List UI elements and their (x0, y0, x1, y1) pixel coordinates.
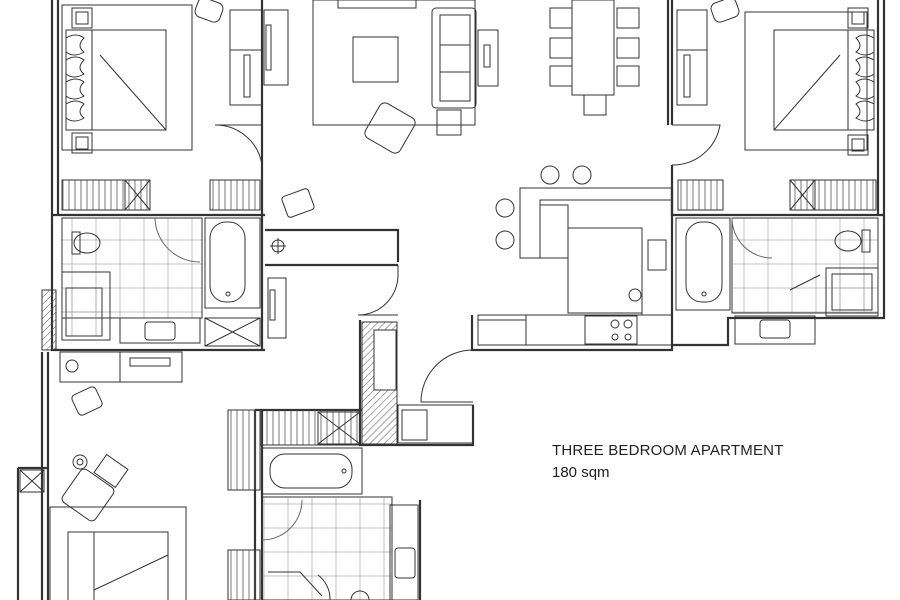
bathtub-icon (685, 221, 723, 303)
stove-icon (610, 319, 620, 329)
living-room (270, 0, 499, 254)
toilet-icon (834, 230, 862, 252)
stool-icon (540, 165, 560, 185)
kitchen (420, 165, 673, 403)
bed-icon (67, 531, 169, 600)
bedroom-3 (19, 289, 187, 600)
bathroom-3 (227, 409, 419, 600)
lamp-icon (72, 454, 88, 470)
dining-table-icon (571, 0, 615, 96)
corridor (267, 265, 474, 445)
bathtub-icon (209, 221, 246, 303)
armchair-icon (61, 468, 115, 522)
sink-icon (144, 321, 176, 341)
bedroom-2 (671, 0, 877, 211)
plan-caption: THREE BEDROOM APARTMENT 180 sqm (552, 441, 784, 483)
chair-icon (194, 0, 224, 23)
bathtub-icon (269, 453, 353, 489)
bed-icon (65, 29, 167, 131)
plan-area: 180 sqm (552, 464, 610, 481)
sink-icon (394, 547, 416, 579)
bathroom-2 (675, 217, 879, 345)
plan-title: THREE BEDROOM APARTMENT (552, 442, 784, 459)
bathroom-1 (61, 217, 261, 347)
bedroom-1 (61, 0, 289, 211)
door-swing-icon (214, 124, 263, 166)
nightstand-lamp-icon (71, 7, 93, 29)
bed-icon (773, 29, 875, 131)
armchair-icon (364, 102, 416, 154)
dining-area (549, 0, 640, 116)
coffee-table-icon (352, 36, 399, 83)
sink-icon (759, 319, 791, 339)
toilet-icon (73, 232, 101, 254)
chair-icon (71, 386, 103, 416)
sofa-icon (431, 7, 477, 109)
